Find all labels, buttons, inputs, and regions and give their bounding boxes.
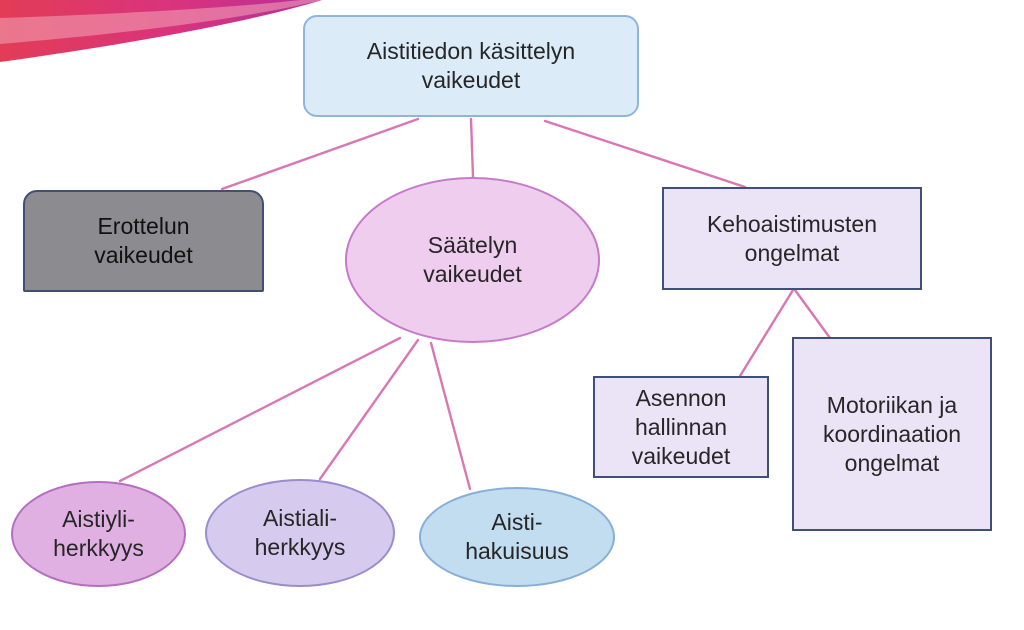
- node-motoriikka: Motoriikan ja koordinaation ongelmat: [792, 337, 992, 531]
- edge-root-saately: [469, 117, 475, 179]
- edge-root-kehoaistimus: [543, 119, 747, 189]
- edge-root-erottelu: [220, 117, 420, 191]
- node-kehoaistimus: Kehoaistimusten ongelmat: [662, 187, 922, 290]
- edge-saately-aistialiherkkyys: [318, 338, 420, 481]
- node-aistialiherkkyys: Aistiali- herkkyys: [205, 479, 395, 587]
- edge-saately-aistihakuisuus: [429, 341, 472, 491]
- node-asennon: Asennon hallinnan vaikeudet: [593, 376, 769, 478]
- edge-saately-aistiyliherkkyys: [118, 336, 402, 483]
- node-aistihakuisuus: Aisti- hakuisuus: [419, 487, 615, 587]
- node-aistiyliherkkyys: Aistiyli- herkkyys: [11, 481, 186, 587]
- node-root: Aistitiedon käsittelyn vaikeudet: [303, 15, 639, 117]
- corner-swoosh-highlight: [0, 0, 322, 44]
- node-saately: Säätelyn vaikeudet: [345, 177, 600, 343]
- node-erottelu: Erottelun vaikeudet: [23, 190, 264, 292]
- edge-kehoaistimus-asennon: [738, 288, 795, 378]
- edge-kehoaistimus-motoriikka: [793, 288, 832, 340]
